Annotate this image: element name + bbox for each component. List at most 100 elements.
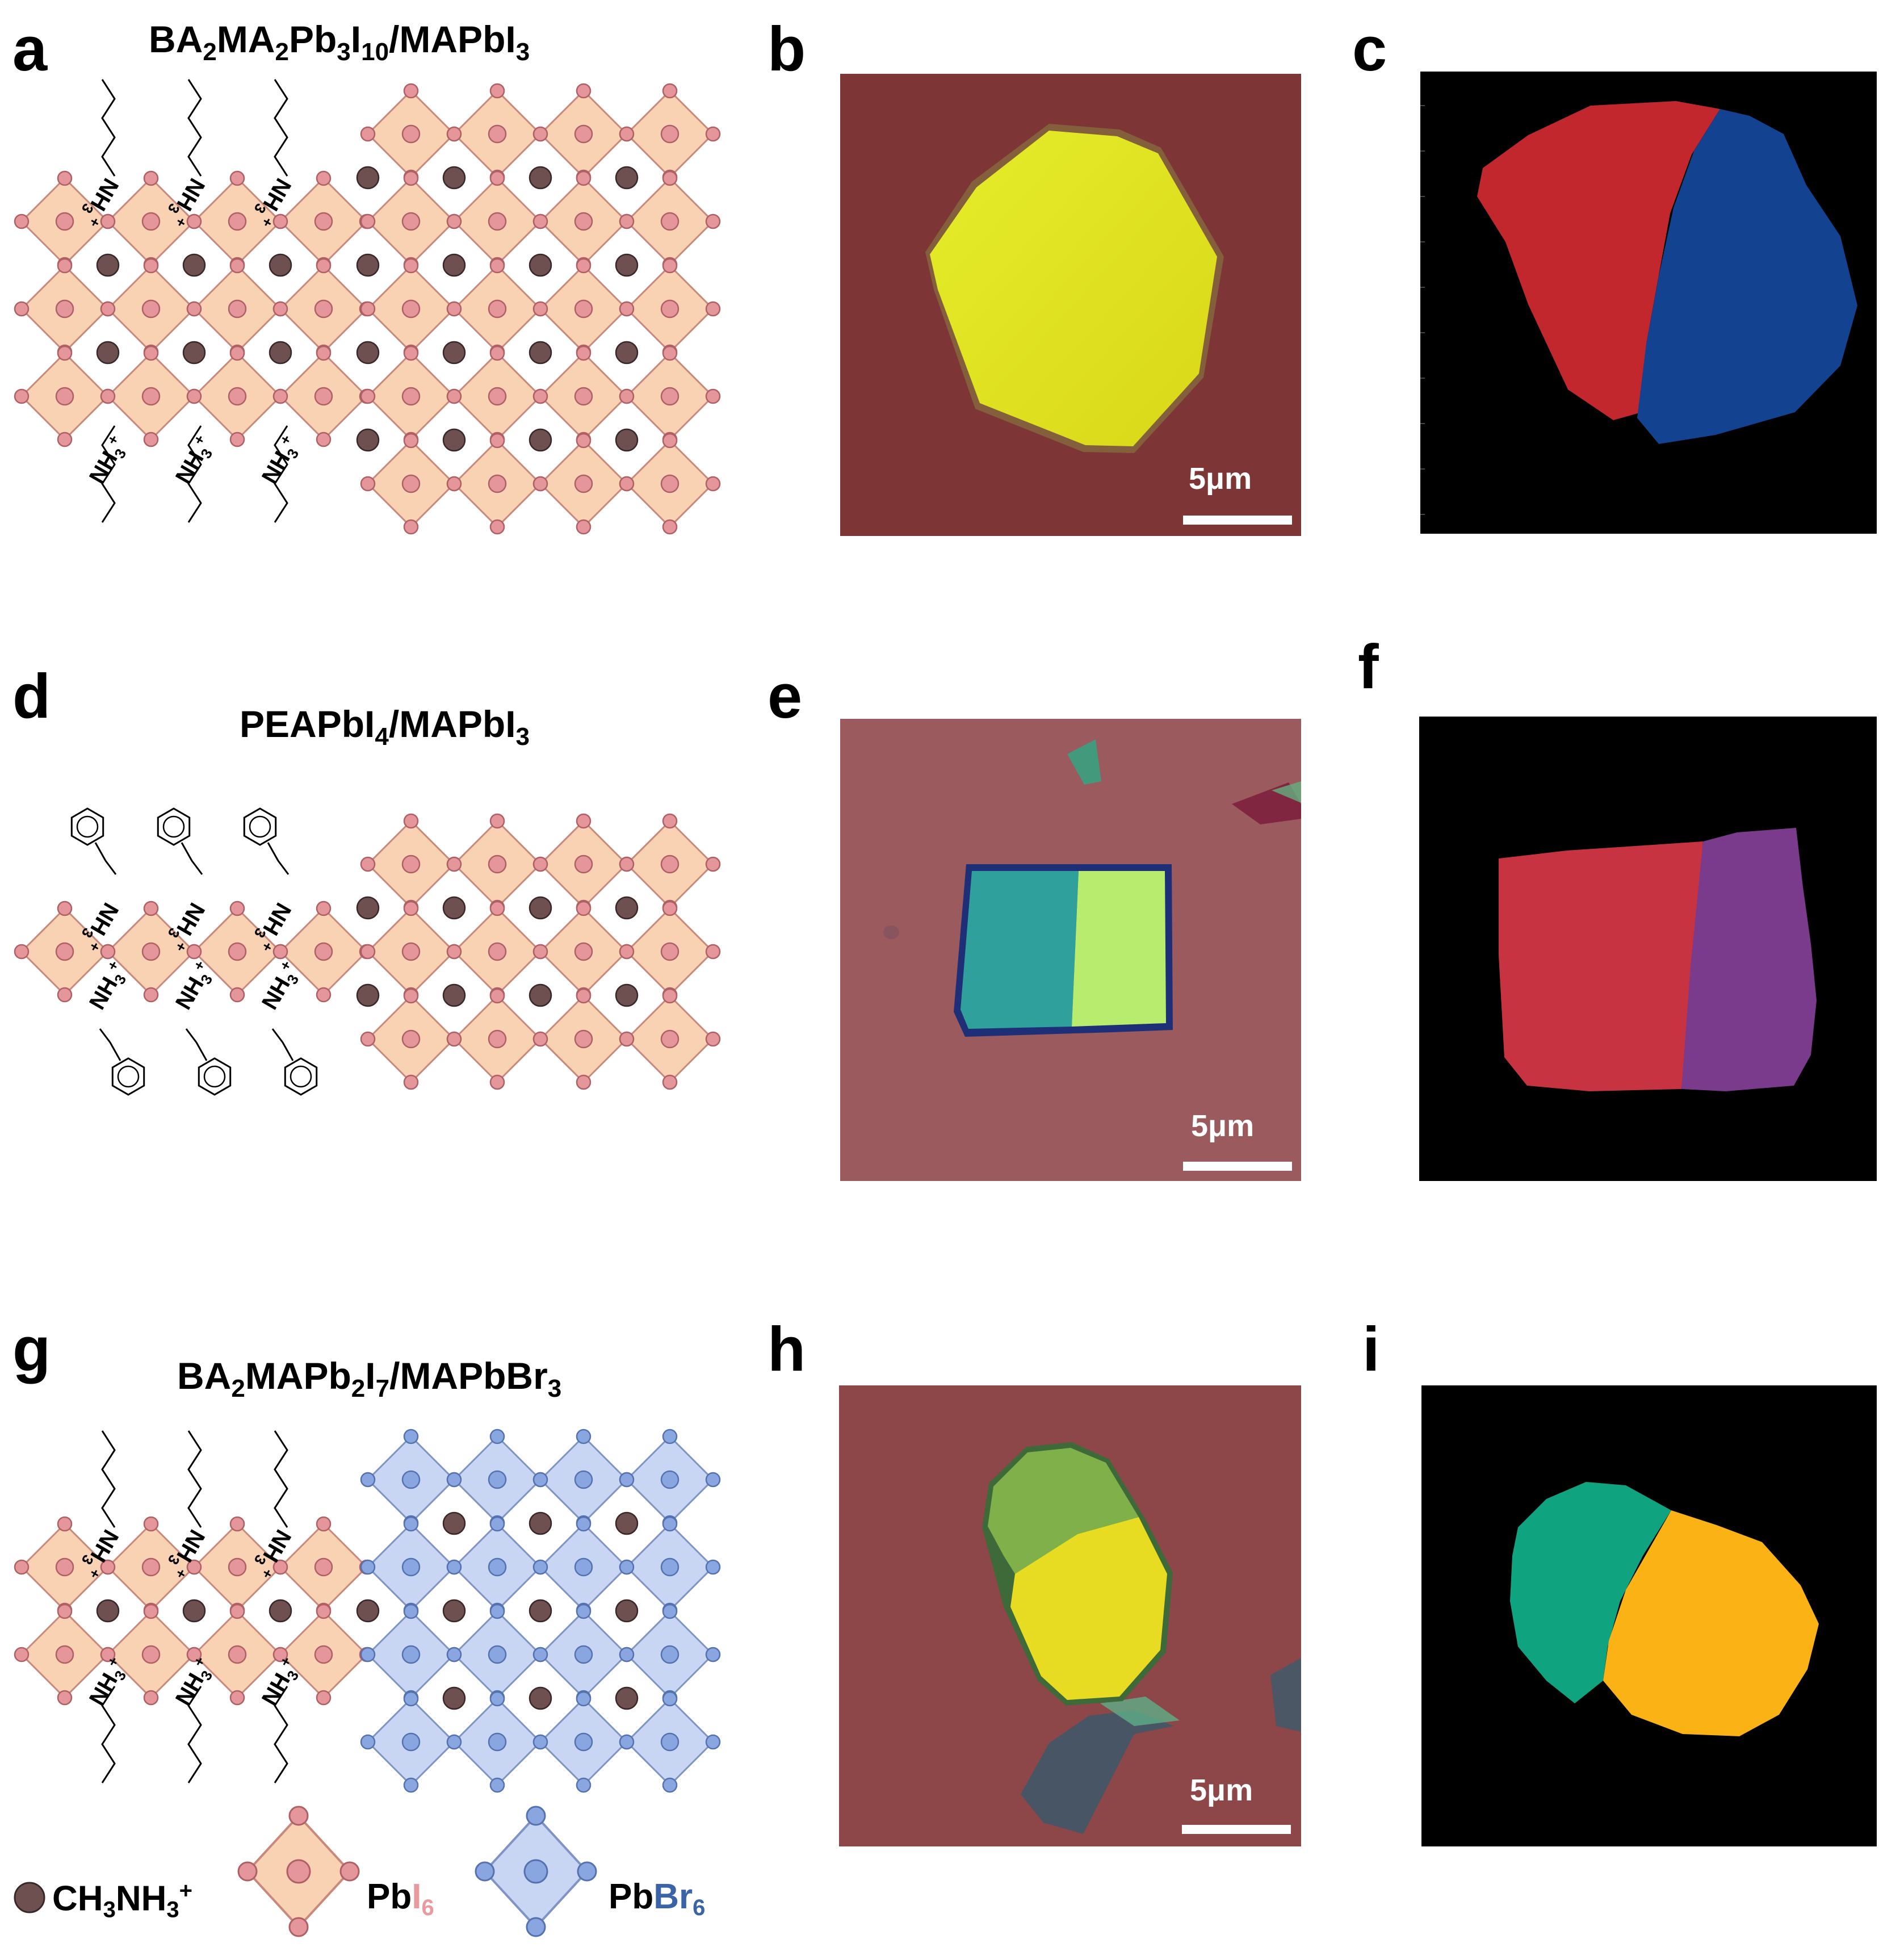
pbi6-octahedron-a: [272, 345, 375, 447]
pbi6-octahedron-a: [446, 258, 548, 360]
panel-letter-c: c: [1352, 14, 1387, 84]
ch3nh3-cation: [356, 428, 380, 452]
pbi6-octahedron-g: [272, 1603, 375, 1706]
pbi6-octahedron-a: [14, 258, 116, 360]
pbbr6-octahedron-g: [360, 1429, 462, 1531]
scale-label-e: 5μm: [1191, 1109, 1255, 1143]
ethyl-linker: [94, 842, 117, 875]
ch3nh3-cation: [356, 253, 380, 277]
ch3nh3-cation: [529, 253, 552, 277]
pbi6-octahedron-a: [532, 170, 635, 273]
pbi6-octahedron-d: [532, 988, 635, 1090]
ch3nh3-cation: [442, 1511, 466, 1535]
ch3nh3-cation: [615, 428, 639, 452]
butyl-chain: [187, 1430, 202, 1528]
ch3nh3-cation: [356, 983, 380, 1007]
ch3nh3-cation: [356, 896, 380, 920]
benzene-ring: [198, 1057, 232, 1096]
butyl-chain: [101, 1430, 116, 1528]
ch3nh3-cation: [269, 1599, 292, 1623]
benzene-ring: [157, 807, 191, 846]
flake-b: [930, 131, 1217, 446]
pbi6-octahedron-d: [619, 813, 721, 915]
pbi6-octahedron-d: [532, 813, 635, 915]
panel-letter-a: a: [12, 14, 48, 84]
ch3nh3-cation: [615, 1511, 639, 1535]
pbbr6-octahedron-g: [532, 1429, 635, 1531]
panel-letter-b: b: [767, 14, 806, 84]
scale-label-h: 5μm: [1190, 1773, 1253, 1807]
pbi6-octahedron-a: [446, 170, 548, 273]
pbi6-octahedron-a: [619, 170, 721, 273]
ch3nh3-cation: [529, 896, 552, 920]
pbi6-octahedron-a: [360, 83, 462, 185]
optical-image-e: 5μm: [840, 719, 1301, 1181]
map-c-red-region: [1477, 101, 1720, 420]
debris-e-3: [1272, 781, 1301, 803]
debris-h-1: [1021, 1710, 1174, 1834]
title-g: BA2MAPb2I7/MAPbBr3: [177, 1355, 562, 1402]
panel-letter-i: i: [1362, 1314, 1380, 1384]
pbi6-octahedron-d: [619, 988, 721, 1090]
pbi6-octahedron-d: [186, 901, 288, 1003]
pbi6-octahedron-d: [446, 988, 548, 1090]
map-i: [1421, 1385, 1877, 1846]
scale-bar-b: [1183, 516, 1292, 525]
pbbr6-octahedron-g: [446, 1429, 548, 1531]
optical-image-b: 5μm: [840, 74, 1301, 536]
ch3nh3-cation: [615, 1599, 639, 1623]
butyl-chain: [187, 79, 202, 177]
benzene-aromatic-ring: [203, 1065, 226, 1088]
pbbr6-octahedron-g: [360, 1516, 462, 1618]
ethyl-linker: [185, 1028, 208, 1061]
butyl-chain: [274, 425, 288, 523]
ch3nh3-cation: [182, 1599, 206, 1623]
map-f: [1419, 717, 1877, 1181]
ch3nh3-cation: [442, 1686, 466, 1710]
pbbr6-octahedron-g: [532, 1691, 635, 1793]
benzene-ring: [243, 807, 277, 846]
butyl-chain: [274, 79, 288, 177]
pbi6-octahedron-a: [186, 345, 288, 447]
benzene-aromatic-ring: [249, 815, 271, 838]
pbbr6-octahedron-g: [532, 1516, 635, 1618]
map-f-red-region: [1499, 841, 1703, 1091]
pbbr6-octahedron-g: [360, 1691, 462, 1793]
ch3nh3-cation: [442, 428, 466, 452]
ch3nh3-cation: [615, 166, 639, 190]
map-c: [1420, 72, 1877, 534]
ch3nh3-cation: [615, 983, 639, 1007]
map-f-purple-region: [1681, 828, 1817, 1091]
pbbr6-octahedron-g: [446, 1516, 548, 1618]
pbbr6-octahedron-g: [446, 1603, 548, 1706]
pbi6-octahedron-a: [446, 433, 548, 535]
pbi6-octahedron-a: [360, 258, 462, 360]
ethyl-linker: [99, 1028, 121, 1061]
pbi6-octahedron-a: [619, 258, 721, 360]
panel-letter-g: g: [12, 1314, 51, 1384]
benzene-ring: [70, 807, 104, 846]
ch3nh3-cation: [182, 253, 206, 277]
ch3nh3-cation: [442, 341, 466, 365]
ch3nh3-cation: [442, 983, 466, 1007]
pbi6-octahedron-a: [14, 345, 116, 447]
debris-e-1: [1067, 739, 1101, 785]
optical-image-h: 5μm: [839, 1385, 1301, 1846]
pbi6-octahedron-d: [446, 901, 548, 1003]
butyl-chain: [274, 1686, 288, 1783]
benzene-aromatic-ring: [162, 815, 185, 838]
title-d: PEAPbI4/MAPbI3: [240, 703, 530, 751]
pbbr6-octahedron-g: [360, 1603, 462, 1706]
pbi6-octahedron-a: [532, 345, 635, 447]
pbbr6-octahedron-g: [619, 1691, 721, 1793]
ethyl-linker: [267, 842, 290, 875]
pbi6-octahedron-a: [619, 433, 721, 535]
pbi6-octahedron-g: [272, 1516, 375, 1618]
scale-bar-e: [1183, 1162, 1292, 1171]
pbbr6-octahedron-g: [532, 1603, 635, 1706]
pbi6-octahedron-a: [532, 83, 635, 185]
ch3nh3-cation: [529, 1686, 552, 1710]
benzene-ring: [111, 1057, 145, 1096]
butyl-chain: [101, 1686, 116, 1783]
ch3nh3-cation: [615, 1686, 639, 1710]
